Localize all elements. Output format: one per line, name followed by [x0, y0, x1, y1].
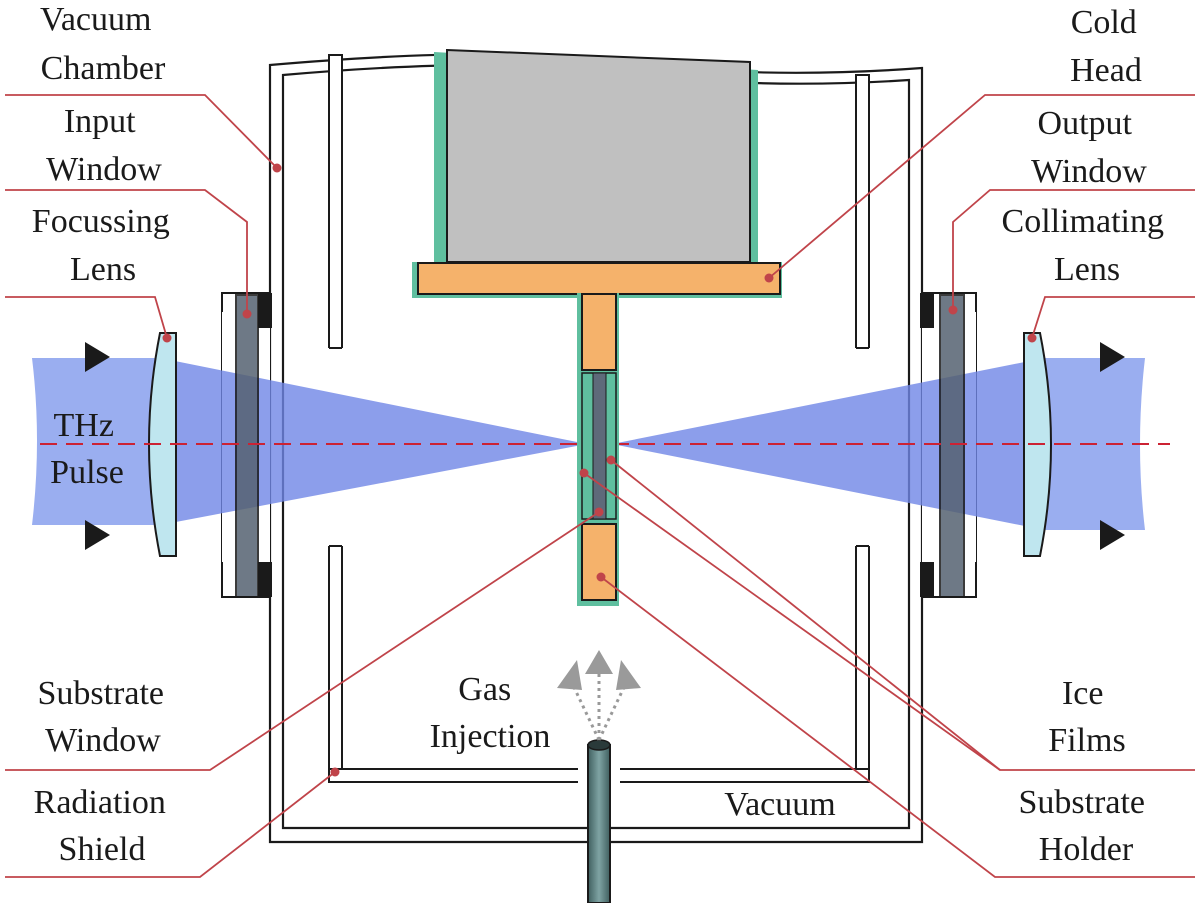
leader-lines [5, 94, 1195, 878]
label-substrate-window: Substrate Window [37, 675, 172, 759]
label-gas-injection: Gas Injection [430, 671, 551, 755]
gas-spray [557, 650, 641, 741]
arrow-right-icon [1100, 520, 1125, 550]
label-focussing-lens: Focussing Lens [32, 203, 178, 288]
thz-beam-input [32, 358, 587, 525]
focussing-lens [148, 332, 177, 557]
label-thz-pulse: THz Pulse [50, 407, 124, 491]
arrow-right-icon [85, 342, 110, 372]
label-substrate-holder: Substrate Holder [1018, 784, 1153, 868]
label-vacuum: Vacuum [724, 786, 835, 823]
label-collimating-lens: Collimating Lens [1002, 203, 1173, 288]
arrow-up-icon [557, 660, 582, 690]
substrate-holder [577, 293, 619, 606]
beam-direction-arrows [85, 342, 1125, 550]
arrow-right-icon [85, 520, 110, 550]
gas-injection-pipe [587, 739, 611, 904]
label-input-window: Input Window [46, 103, 162, 188]
label-output-window: Output Window [1031, 105, 1147, 190]
output-window [939, 294, 965, 598]
label-radiation-shield: Radiation Shield [34, 784, 175, 868]
arrow-right-icon [1100, 342, 1125, 372]
input-window [235, 294, 259, 598]
label-vacuum-chamber: Vacuum Chamber [40, 1, 166, 87]
label-ice-films: Ice Films [1048, 675, 1125, 759]
arrow-up-icon [585, 650, 613, 674]
arrow-up-icon [616, 660, 641, 690]
cold-head [412, 48, 782, 298]
label-cold-head: Cold Head [1070, 4, 1145, 89]
